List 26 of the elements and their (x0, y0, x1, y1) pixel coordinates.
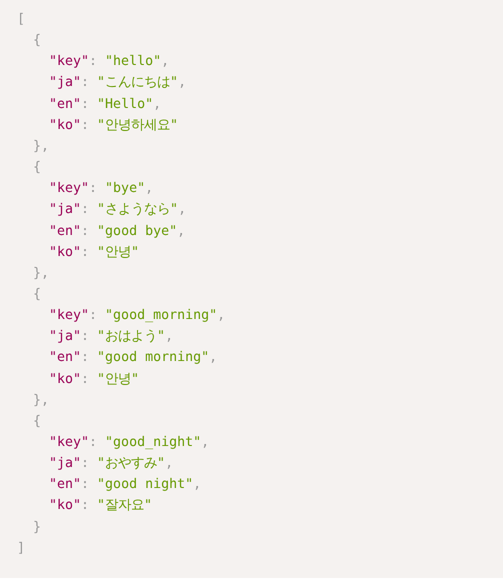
code-line: "ja": "さようなら", (49, 202, 186, 218)
code-line: }, (33, 392, 50, 409)
code-line: "key": "hello", (49, 54, 170, 70)
code-line: "ko": "안녕" (49, 372, 140, 388)
code-line: ] (17, 540, 26, 557)
code-line: "key": "good_morning", (49, 308, 226, 324)
code-line: }, (33, 138, 50, 155)
code-line: } (33, 520, 42, 536)
code-line: "en": "good night", (49, 477, 202, 494)
code-line: { (33, 160, 42, 176)
code-line: "ko": "안녕하세요" (49, 118, 178, 134)
code-line: "en": "good morning", (49, 350, 218, 366)
code-line: "ko": "잘자요" (49, 498, 152, 514)
code-line: "key": "good_night", (49, 435, 210, 451)
code-line: "ja": "おはよう", (49, 329, 174, 346)
code-line: "ja": "おやすみ", (49, 456, 174, 472)
code-line: { (33, 33, 42, 50)
code-line: "en": "Hello", (49, 96, 162, 113)
code-line: [ (17, 12, 26, 28)
code-line: "key": "bye", (49, 181, 154, 198)
code-line: "ja": "こんにちは", (49, 75, 186, 92)
code-line: "en": "good bye", (49, 224, 186, 240)
code-line: }, (33, 266, 50, 282)
code-line: { (33, 414, 42, 430)
code-line: { (33, 286, 42, 303)
code-line: "ko": "안녕" (49, 244, 140, 261)
